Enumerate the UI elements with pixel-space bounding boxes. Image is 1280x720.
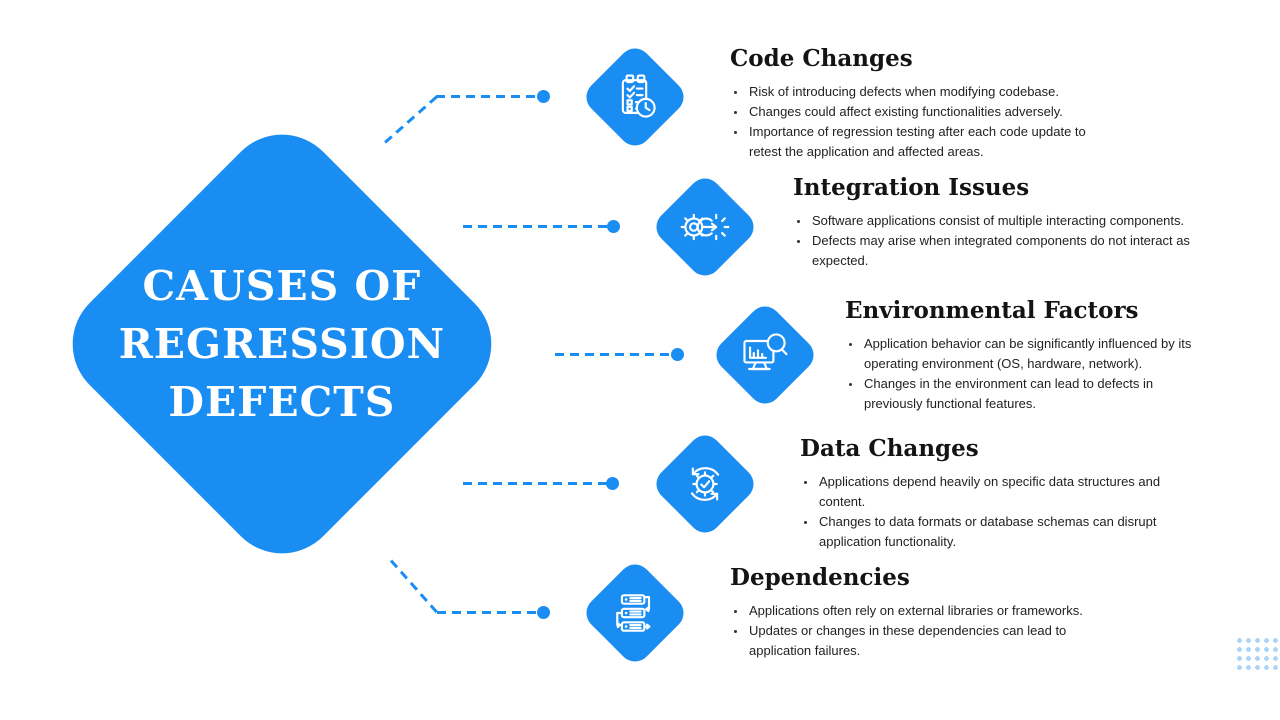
node-dependencies xyxy=(579,557,691,669)
connector-data-changes-dot xyxy=(606,477,619,490)
bullet-item: Changes could affect existing functional… xyxy=(747,102,1120,122)
clipboard-checklist-clock-icon xyxy=(607,69,663,125)
section-bullets: Application behavior can be significantl… xyxy=(845,334,1207,414)
bullet-item: Updates or changes in these dependencies… xyxy=(747,621,1132,661)
connector-environment-dot xyxy=(671,348,684,361)
section-integration-issues: Integration Issues Software applications… xyxy=(793,175,1191,271)
bullet-item: Application behavior can be significantl… xyxy=(862,334,1207,374)
bullet-item: Applications depend heavily on specific … xyxy=(817,472,1178,512)
section-environmental-factors: Environmental Factors Application behavi… xyxy=(845,298,1207,414)
node-environmental-factors xyxy=(709,299,821,411)
monitor-chart-magnifier-icon xyxy=(737,327,793,383)
server-stack-arrows-icon xyxy=(607,585,663,641)
bullet-item: Applications often rely on external libr… xyxy=(747,601,1132,621)
section-bullets: Risk of introducing defects when modifyi… xyxy=(730,82,1120,162)
section-title: Environmental Factors xyxy=(845,297,1139,324)
connector-dependencies-dot xyxy=(537,606,550,619)
gears-arrow-icon xyxy=(677,199,733,255)
bullet-item: Risk of introducing defects when modifyi… xyxy=(747,82,1120,102)
bullet-item: Changes to data formats or database sche… xyxy=(817,512,1178,552)
section-bullets: Applications often rely on external libr… xyxy=(730,601,1132,661)
main-title-line: CAUSES OF xyxy=(142,261,422,310)
sync-gear-check-icon xyxy=(677,456,733,512)
section-dependencies: Dependencies Applications often rely on … xyxy=(730,565,1132,661)
connector-integration-dot xyxy=(607,220,620,233)
connector-integration-line xyxy=(463,225,608,228)
section-bullets: Software applications consist of multipl… xyxy=(793,211,1191,271)
node-integration-issues xyxy=(649,171,761,283)
connector-data-changes-line xyxy=(463,482,607,485)
connector-code-changes-diagonal xyxy=(384,94,439,144)
main-title-line: DEFECTS xyxy=(168,378,396,427)
connector-environment-line xyxy=(555,353,672,356)
section-code-changes: Code Changes Risk of introducing defects… xyxy=(730,46,1120,162)
decorative-dot-grid xyxy=(1233,634,1280,672)
node-data-changes xyxy=(649,428,761,540)
bullet-item: Software applications consist of multipl… xyxy=(810,211,1191,231)
section-title: Code Changes xyxy=(730,45,913,72)
bullet-item: Changes in the environment can lead to d… xyxy=(862,374,1207,414)
connector-dependencies-diagonal xyxy=(389,559,439,614)
node-code-changes xyxy=(579,41,691,153)
connector-code-changes-line xyxy=(436,95,537,98)
bullet-item: Importance of regression testing after e… xyxy=(747,122,1120,162)
main-diamond: CAUSES OF REGRESSION DEFECTS xyxy=(48,110,516,578)
section-bullets: Applications depend heavily on specific … xyxy=(800,472,1178,552)
section-title: Data Changes xyxy=(800,435,979,462)
section-title: Dependencies xyxy=(730,564,910,591)
section-title: Integration Issues xyxy=(793,174,1030,201)
main-title-line: REGRESSION xyxy=(118,319,446,368)
connector-code-changes-dot xyxy=(537,90,550,103)
connector-dependencies-line xyxy=(437,611,538,614)
section-data-changes: Data Changes Applications depend heavily… xyxy=(800,436,1178,552)
bullet-item: Defects may arise when integrated compon… xyxy=(810,231,1191,271)
main-title: CAUSES OF REGRESSION DEFECTS xyxy=(119,257,445,432)
